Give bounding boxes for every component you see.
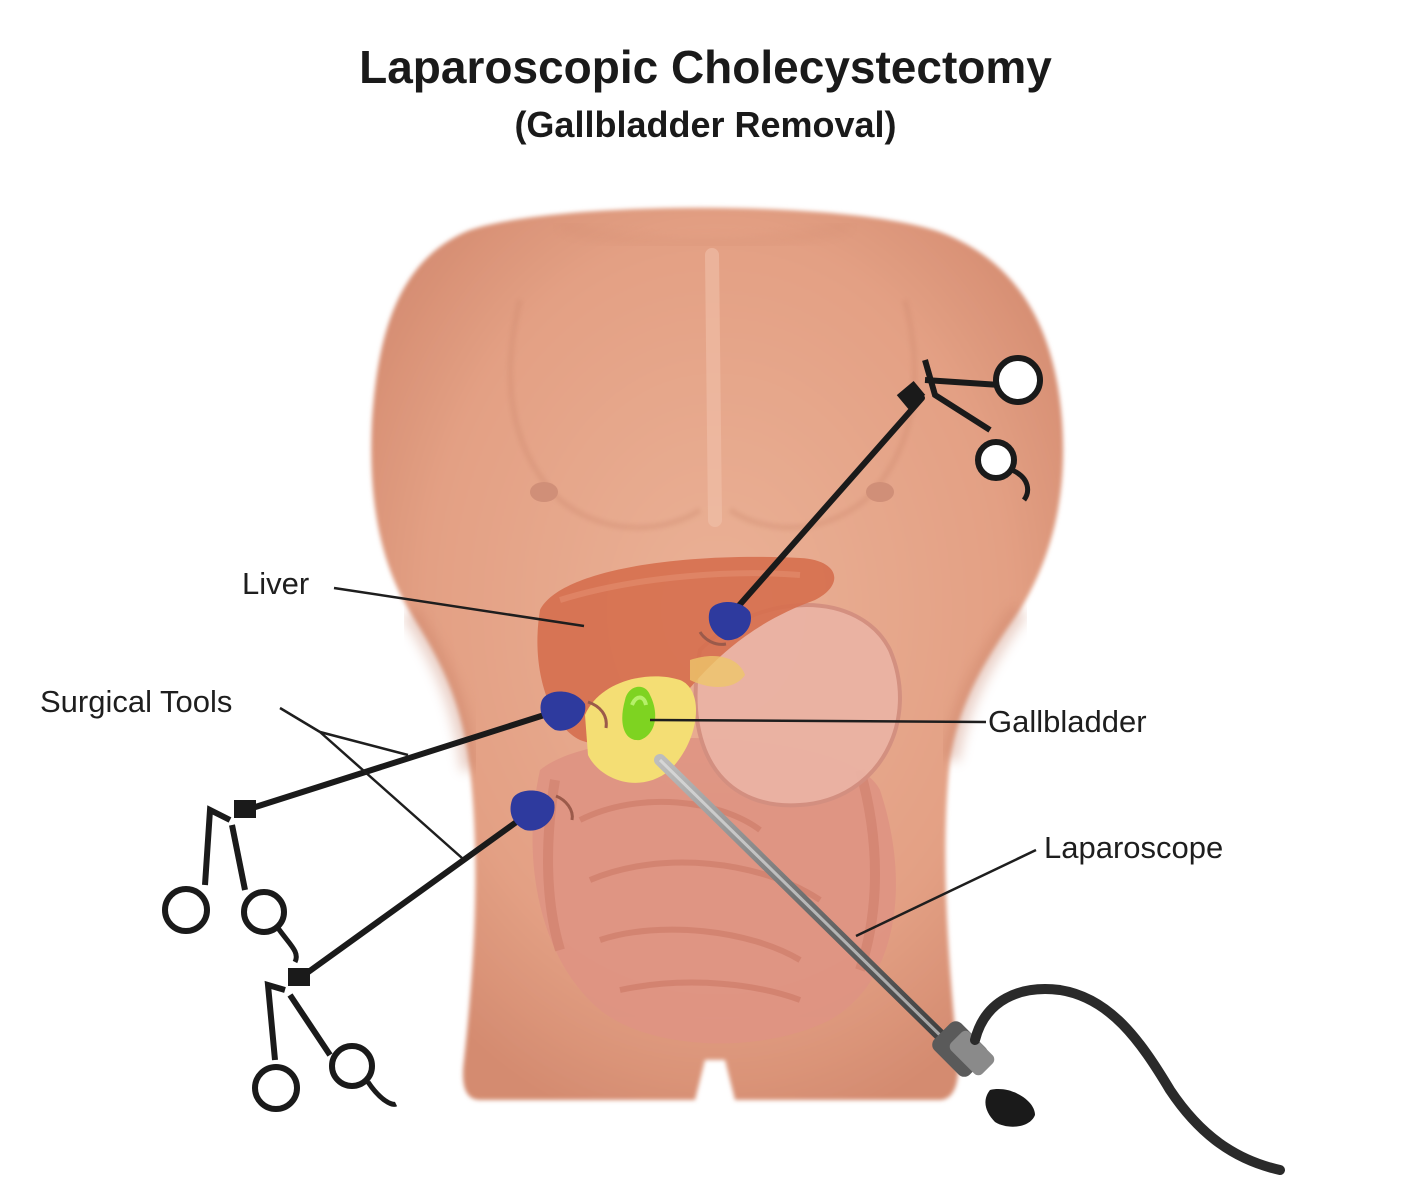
gallbladder-leader-line — [649, 718, 987, 724]
diagram-title: Laparoscopic Cholecystectomy — [359, 41, 1052, 93]
label-surgical-tools: Surgical Tools — [40, 684, 233, 719]
tools-leader-line — [319, 731, 463, 859]
label-laparoscope: Laparoscope — [1044, 830, 1224, 865]
trocar-port-icon — [510, 602, 751, 831]
surgical-grasper-icon — [252, 807, 536, 1112]
gallbladder — [622, 686, 656, 741]
label-gallbladder: Gallbladder — [988, 704, 1147, 739]
laparoscope-leader-line — [855, 848, 1037, 938]
diagram-subtitle: (Gallbladder Removal) — [514, 104, 897, 145]
tools-leader-line — [319, 730, 409, 757]
laparoscope — [654, 754, 1285, 1175]
stomach — [693, 603, 902, 808]
label-liver: Liver — [242, 566, 310, 601]
leader-lines — [279, 586, 1037, 938]
surgical-grasper-icon — [725, 355, 1043, 621]
liver-leader-line — [333, 586, 585, 628]
surgical-grasper-icon — [162, 707, 563, 964]
tools-leader-line — [279, 706, 321, 734]
laparoscope-camera-icon — [932, 1021, 1035, 1127]
